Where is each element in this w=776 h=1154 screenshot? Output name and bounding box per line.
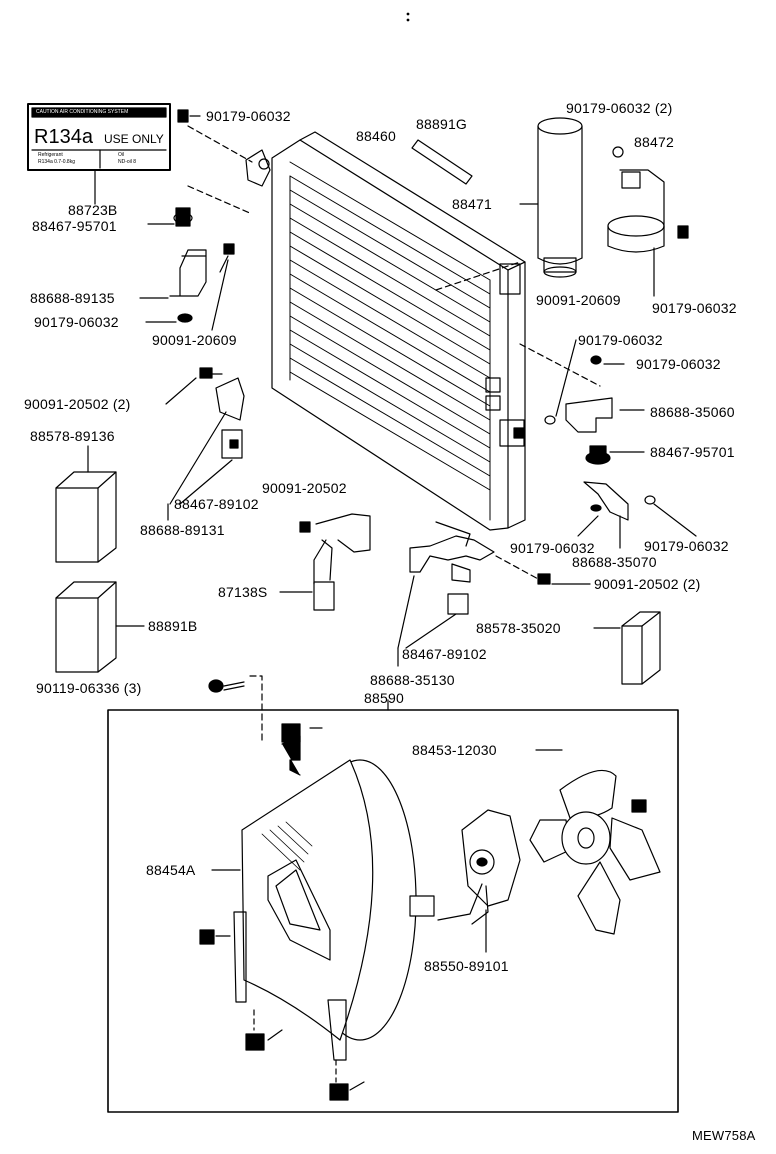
bracket-88472	[607, 146, 689, 297]
sensor-87138s	[279, 513, 371, 611]
label-90119-06336-3: 90119-06336 (3)	[36, 680, 142, 696]
left-hardware	[139, 109, 253, 331]
sticker-note-left-2: R134a 0.7-0.8kg	[38, 159, 75, 165]
label-88688-35070: 88688-35070	[572, 554, 657, 570]
fan-motor-88550-89101	[409, 809, 521, 953]
condenser-fins	[289, 161, 491, 521]
box-88891b	[55, 581, 145, 673]
sticker-note-right-2: ND-oil 8	[118, 159, 137, 165]
diagram-code: MEW758A	[692, 1128, 756, 1143]
label-88590: 88590	[364, 690, 404, 706]
label-90179-06032-mid1: 90179-06032	[578, 332, 663, 348]
sticker-refrigerant: R134a	[34, 126, 93, 148]
label-90179-06032-2: 90179-06032 (2)	[566, 100, 673, 116]
left-lower-bracket	[165, 367, 245, 521]
label-88472: 88472	[634, 134, 674, 150]
label-90179-06032-top: 90179-06032	[206, 108, 291, 124]
label-90091-20502: 90091-20502	[262, 480, 347, 496]
fan-assembly-88590-frame	[107, 709, 679, 1113]
label-87138s: 87138S	[218, 584, 268, 600]
label-88891g: 88891G	[416, 116, 468, 132]
label-88688-35130: 88688-35130	[370, 672, 455, 688]
label-88467-95701-right: 88467-95701	[650, 444, 735, 460]
label-90091-20609-left: 90091-20609	[152, 332, 237, 348]
label-88688-89131: 88688-89131	[140, 522, 225, 538]
label-90179-06032-low2: 90179-06032	[644, 538, 729, 554]
shroud-88454a	[199, 723, 417, 1101]
bracket-88688-35130	[397, 521, 495, 667]
label-88578-35020: 88578-35020	[476, 620, 561, 636]
label-90179-06032-low1: 90179-06032	[510, 540, 595, 556]
label-88578-89136: 88578-89136	[30, 428, 115, 444]
label-90179-06032-mid2: 90179-06032	[636, 356, 721, 372]
label-90091-20502-2-left: 90091-20502 (2)	[24, 396, 131, 412]
label-88723b: 88723B	[68, 202, 118, 218]
label-88471: 88471	[452, 196, 492, 212]
receiver-drier-88471	[519, 117, 583, 278]
right-brackets	[435, 261, 697, 585]
label-88454a: 88454A	[146, 862, 196, 878]
label-88460: 88460	[356, 128, 396, 144]
sticker-use-only: USE ONLY	[104, 132, 164, 146]
condenser-88460	[245, 131, 526, 531]
label-88467-89102-mid: 88467-89102	[402, 646, 487, 662]
label-90179-06032-right-top: 90179-06032	[652, 300, 737, 316]
label-88467-89102-left: 88467-89102	[174, 496, 259, 512]
label-88550-89101: 88550-89101	[424, 958, 509, 974]
sticker-88723b	[27, 103, 171, 205]
label-90179-06032-left: 90179-06032	[34, 314, 119, 330]
label-88467-95701-left: 88467-95701	[32, 218, 117, 234]
sticker-note-right-1: Oil	[118, 152, 125, 158]
label-90091-20609-right: 90091-20609	[536, 292, 621, 308]
screw-90119-06336	[208, 675, 263, 743]
label-88891b: 88891B	[148, 618, 198, 634]
sticker-note-left-1: Refrigerant	[38, 152, 63, 158]
label-90091-20502-2-right: 90091-20502 (2)	[594, 576, 701, 592]
label-88688-35060: 88688-35060	[650, 404, 735, 420]
box-88578-35020	[593, 611, 661, 685]
label-88453-12030: 88453-12030	[412, 742, 497, 758]
fan-88453-12030	[529, 749, 661, 935]
label-88688-89135: 88688-89135	[30, 290, 115, 306]
seal-88891g	[411, 139, 473, 185]
sticker-header: CAUTION AIR CONDITIONING SYSTEM	[36, 109, 129, 115]
box-88578-89136	[55, 445, 117, 563]
